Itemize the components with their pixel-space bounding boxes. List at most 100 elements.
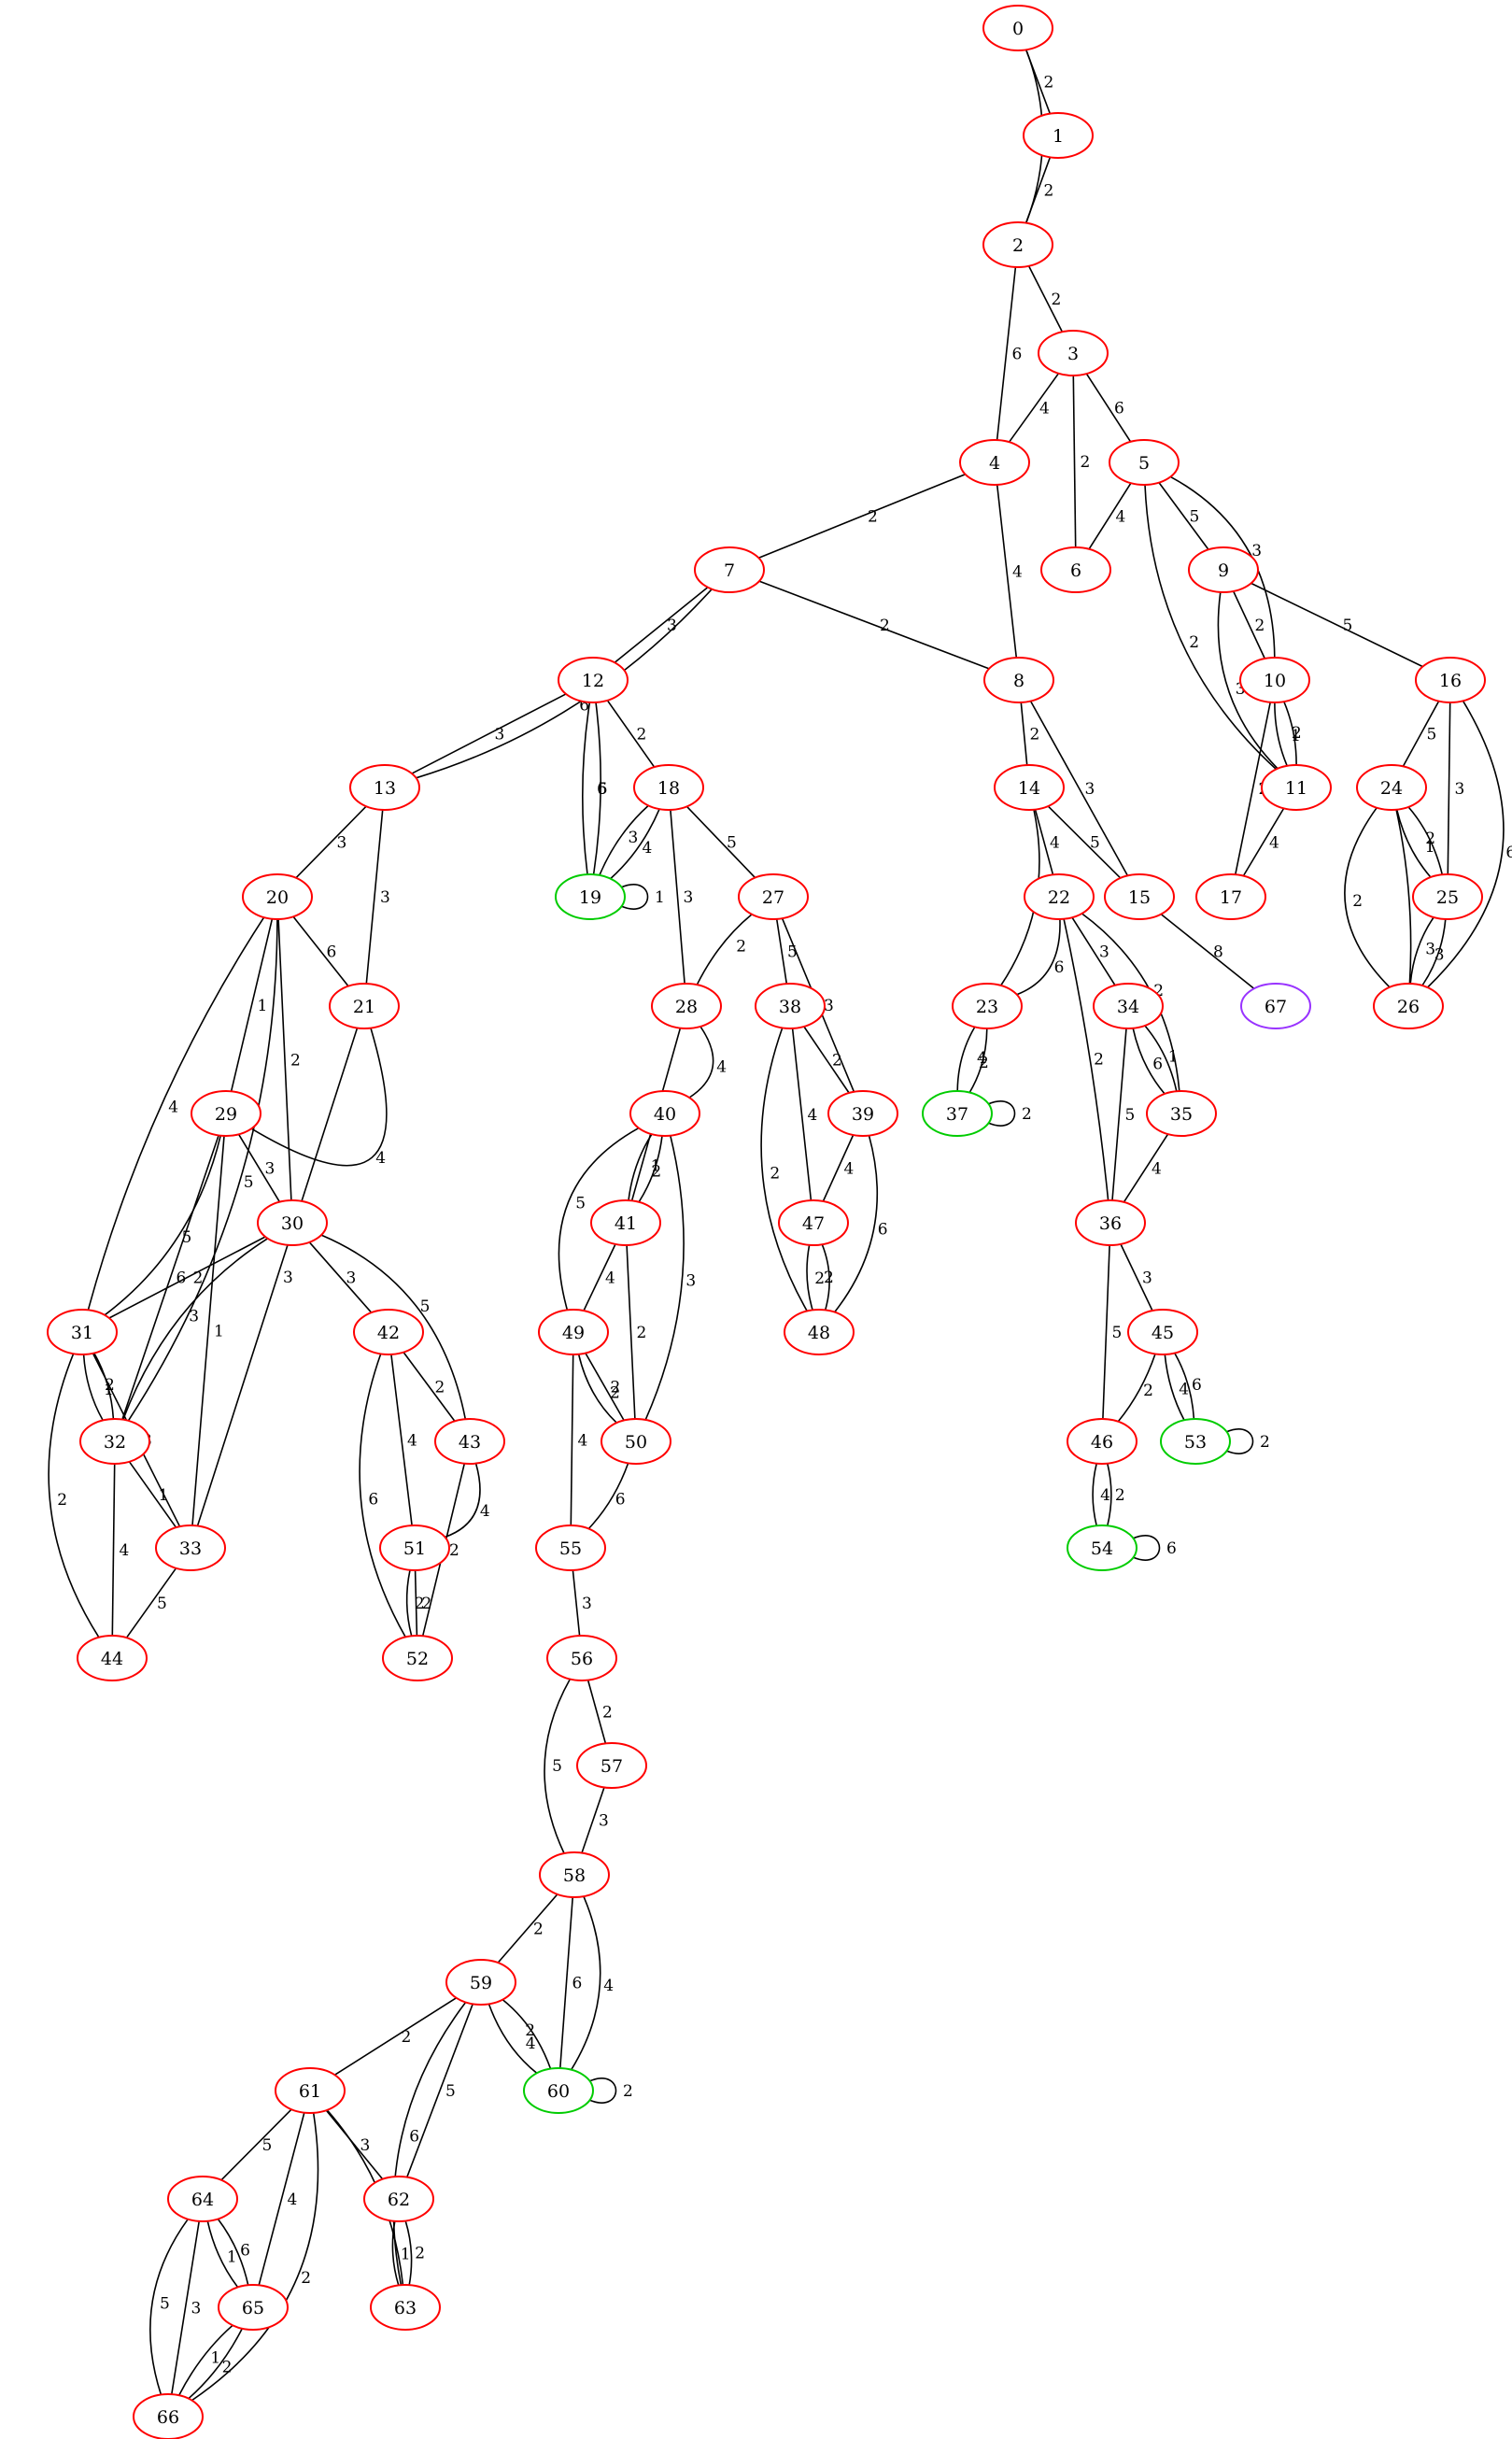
node-label: 38 (779, 997, 801, 1017)
edge-line (956, 1026, 976, 1092)
edge-weight-label: 3 (629, 829, 639, 847)
edge-49-50: 2 (585, 1353, 625, 1421)
node-ellipse (576, 1742, 647, 1789)
edge-weight-label: 1 (1291, 727, 1301, 745)
edge-weight-label: 2 (611, 1379, 621, 1397)
edge-line (1283, 701, 1297, 766)
edge-62-63: 2 (404, 2220, 425, 2286)
edge-10-11: 2 (1283, 701, 1302, 766)
edge-line (592, 702, 601, 875)
edge-weight-label: 3 (495, 726, 505, 744)
edge-line (104, 1135, 221, 1316)
node-label: 32 (104, 1432, 126, 1453)
edge-12-18: 2 (606, 700, 656, 768)
edge-45-53: 4 (1164, 1354, 1189, 1421)
node-label: 57 (601, 1756, 623, 1777)
node-10: 10 (1239, 657, 1310, 703)
edge-line (577, 1354, 617, 1424)
node-label: 21 (353, 997, 375, 1017)
node-label: 36 (1099, 1213, 1122, 1234)
edge-line (644, 1135, 685, 1421)
edge-29-32: 6 (121, 1135, 219, 1420)
edge-line (191, 1135, 225, 1526)
node-52: 52 (382, 1635, 453, 1681)
node-ellipse (959, 439, 1030, 486)
node-34: 34 (1093, 983, 1164, 1029)
node-label: 62 (388, 2190, 410, 2210)
node-label: 19 (579, 887, 601, 908)
edge-42-43: 2 (403, 1352, 456, 1422)
edge-line (1092, 1463, 1097, 1526)
node-ellipse (133, 2393, 204, 2439)
edge-line (586, 1680, 607, 1744)
edge-2-4: 6 (996, 266, 1022, 441)
edge-weight-label: 2 (610, 1383, 620, 1402)
edge-40-41: 1 (628, 1133, 661, 1201)
edge-weight-label: 6 (177, 1269, 187, 1288)
node-14: 14 (994, 764, 1065, 811)
edge-line (1232, 590, 1266, 659)
edge-weight-label: 3 (360, 2136, 371, 2155)
edge-45-53: 6 (1174, 1353, 1202, 1420)
node-label: 5 (1138, 453, 1150, 474)
edge-18-19: 4 (610, 808, 660, 880)
edge-line (403, 1352, 456, 1422)
node-label: 39 (852, 1104, 874, 1125)
edge-line (1225, 1428, 1254, 1454)
edge-line (1164, 1354, 1185, 1421)
edge-weight-label: 6 (878, 1221, 888, 1240)
edge-weight-label: 4 (526, 2035, 536, 2053)
node-6: 6 (1040, 546, 1111, 593)
node-label: 48 (808, 1323, 830, 1343)
edge-30-43: 5 (320, 1234, 467, 1420)
edge-line (220, 2108, 292, 2181)
edge-9-11: 3 (1217, 591, 1279, 770)
node-28: 28 (651, 983, 722, 1029)
edge-line (250, 1028, 388, 1167)
node-label: 55 (559, 1539, 582, 1559)
edge-line (628, 1133, 653, 1201)
edge-weight-label: 2 (602, 1704, 613, 1723)
node-65: 65 (218, 2284, 289, 2331)
edge-weight-label: 2 (1153, 982, 1164, 1000)
edge-18-27: 5 (685, 805, 756, 879)
node-ellipse (555, 873, 626, 920)
edge-weight-label: 6 (1166, 1539, 1177, 1558)
edge-weight-label: 1 (651, 1157, 661, 1176)
node-ellipse (1127, 1309, 1198, 1355)
edge-weight-label: 2 (1255, 617, 1265, 635)
edge-line (414, 1569, 418, 1637)
edge-line (188, 2328, 244, 2400)
edge-9-16: 5 (1251, 582, 1423, 668)
edge-weight-label: 3 (283, 1269, 293, 1287)
node-label: 42 (377, 1323, 400, 1343)
edge-62-63: 1 (391, 2220, 411, 2286)
edge-line (1242, 807, 1285, 877)
edge-line (1409, 916, 1434, 985)
node-27: 27 (738, 873, 809, 920)
edge-weight-label: 5 (727, 834, 737, 853)
node-ellipse (633, 764, 704, 811)
edge-line (585, 1353, 625, 1421)
edge-line (1158, 482, 1209, 550)
edge-53-53: 2 (1225, 1428, 1270, 1454)
edge-line (1344, 807, 1391, 988)
node-ellipse (535, 1524, 606, 1571)
edge-line (821, 1243, 830, 1311)
node-ellipse (434, 1418, 505, 1465)
edge-line (334, 1997, 457, 2076)
node-42: 42 (353, 1309, 424, 1355)
edge-weight-label: 2 (736, 938, 746, 957)
node-label: 31 (71, 1323, 93, 1343)
node-label: 49 (562, 1323, 585, 1343)
edge-weight-label: 3 (380, 888, 390, 907)
node-35: 35 (1146, 1090, 1217, 1137)
node-41: 41 (590, 1199, 661, 1246)
edge-50-55: 6 (587, 1463, 629, 1530)
node-label: 40 (654, 1104, 676, 1125)
node-label: 51 (403, 1539, 426, 1559)
edge-line (583, 1243, 616, 1312)
node-ellipse (982, 5, 1053, 51)
edge-weight-label: 6 (1152, 1056, 1163, 1074)
